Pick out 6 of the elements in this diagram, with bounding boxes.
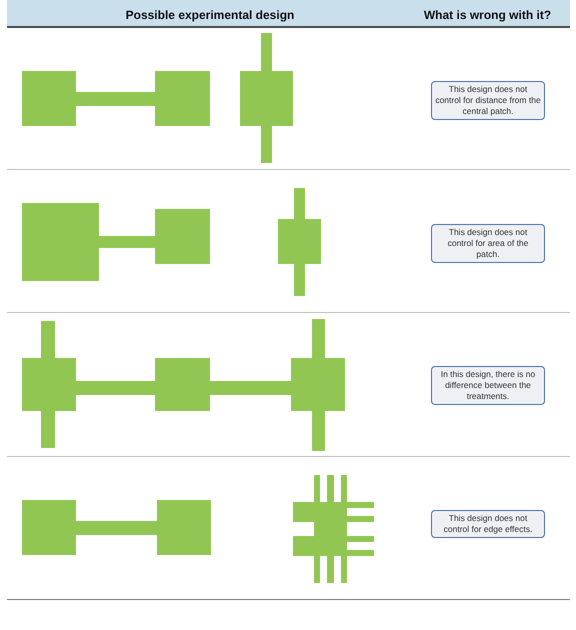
answer-box: This design does not control for edge effects.: [431, 510, 545, 538]
answer-box: In this design, there is no difference between the treatments.: [431, 366, 545, 405]
answer-box: This design does not control for distance from the central patch.: [431, 81, 545, 120]
column-header: Possible experimental design: [124, 7, 296, 24]
column-header: What is wrong with it?: [422, 7, 552, 24]
answer-box: This design does not control for area of the patch.: [431, 224, 545, 263]
